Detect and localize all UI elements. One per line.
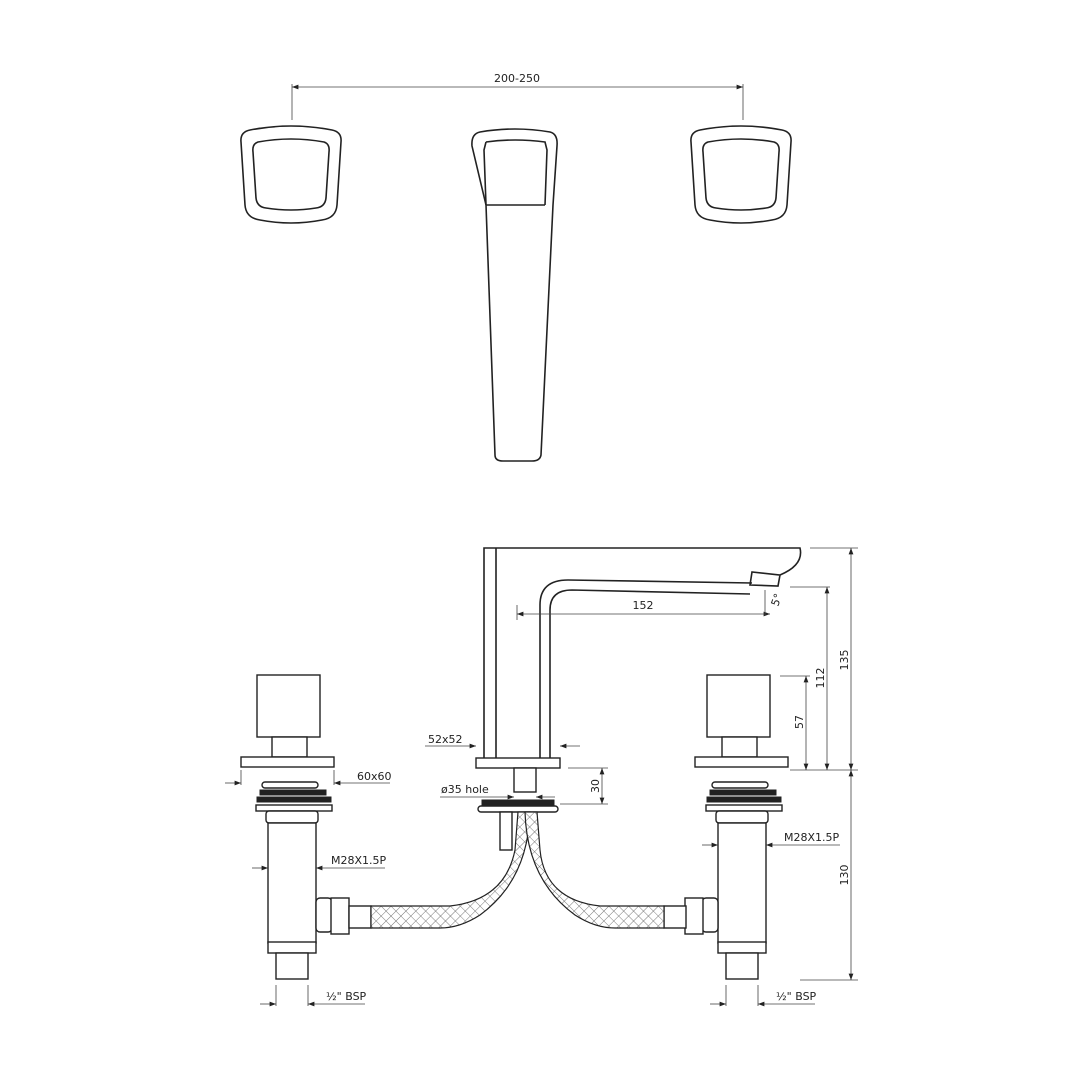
height-130-label: 130 bbox=[838, 865, 851, 886]
reach-label: 152 bbox=[633, 599, 654, 612]
inlet-right-label: ½" BSP bbox=[776, 990, 817, 1003]
height-57-label: 57 bbox=[793, 715, 806, 729]
braided-hoses bbox=[370, 811, 665, 929]
side-view: 152 5° 135 112 57 130 52x52 60x60 ø35 ho… bbox=[225, 547, 858, 1007]
spout-base-label: 52x52 bbox=[428, 733, 463, 746]
right-valve bbox=[663, 674, 789, 980]
hole-label: ø35 hole bbox=[441, 783, 489, 796]
spacing-label: 200-250 bbox=[494, 72, 540, 85]
thread-right-label: M28X1.5P bbox=[784, 831, 840, 844]
right-handle-top bbox=[690, 125, 792, 224]
angle-label: 5° bbox=[769, 592, 785, 608]
height-135-label: 135 bbox=[838, 650, 851, 671]
spout-top bbox=[471, 128, 558, 462]
spacing-dimension: 200-250 bbox=[291, 72, 744, 120]
dimensions: 152 5° 135 112 57 130 52x52 60x60 ø35 ho… bbox=[225, 547, 858, 1007]
thread-left-label: M28X1.5P bbox=[331, 854, 387, 867]
spout-side bbox=[475, 547, 802, 851]
left-valve bbox=[240, 674, 372, 980]
top-view: 200-250 bbox=[240, 72, 792, 462]
handle-base-label: 60x60 bbox=[357, 770, 392, 783]
inlet-left-label: ½" BSP bbox=[326, 990, 367, 1003]
shank-30-label: 30 bbox=[589, 779, 602, 793]
left-handle-top bbox=[240, 125, 342, 224]
height-112-label: 112 bbox=[814, 668, 827, 689]
